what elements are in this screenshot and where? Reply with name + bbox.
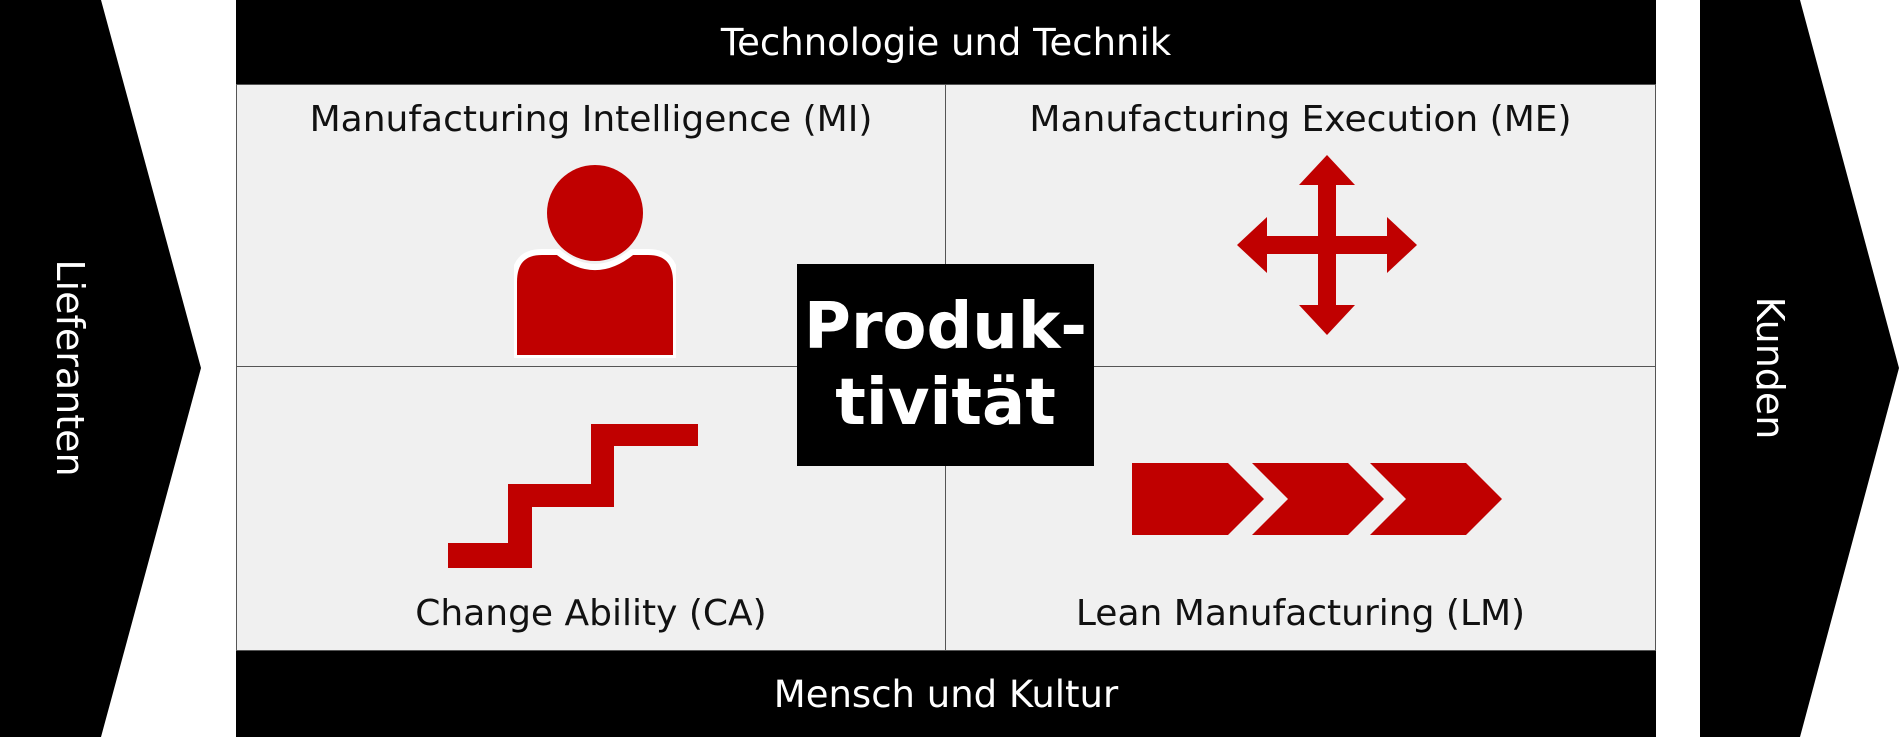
- quadrant-label-me: Manufacturing Execution (ME): [1029, 99, 1572, 140]
- quadrant-label-lm: Lean Manufacturing (LM): [1075, 593, 1526, 634]
- center-line-1: Produk-: [804, 290, 1087, 364]
- right-chevron-arrow: [1700, 0, 1899, 737]
- bottom-bar-label: Mensch und Kultur: [773, 672, 1119, 716]
- left-chevron-arrow: [0, 0, 201, 737]
- stairs-icon: [448, 424, 698, 568]
- bottom-bar: Mensch und Kultur: [236, 651, 1656, 737]
- process-chevrons-icon: [1132, 463, 1502, 535]
- top-bar-label: Technologie und Technik: [720, 20, 1172, 64]
- quadrant-label-mi: Manufacturing Intelligence (MI): [309, 99, 873, 140]
- person-icon: [514, 165, 676, 358]
- left-arrow-label: Lieferanten: [48, 259, 92, 477]
- center-line-2: tivität: [835, 366, 1056, 440]
- top-bar: Technologie und Technik: [236, 0, 1656, 84]
- center-productivity-box: Produk- tivität: [797, 264, 1094, 466]
- right-arrow-label: Kunden: [1748, 296, 1792, 440]
- quadrant-label-ca: Change Ability (CA): [415, 593, 767, 634]
- move-arrows-icon: [1237, 155, 1417, 335]
